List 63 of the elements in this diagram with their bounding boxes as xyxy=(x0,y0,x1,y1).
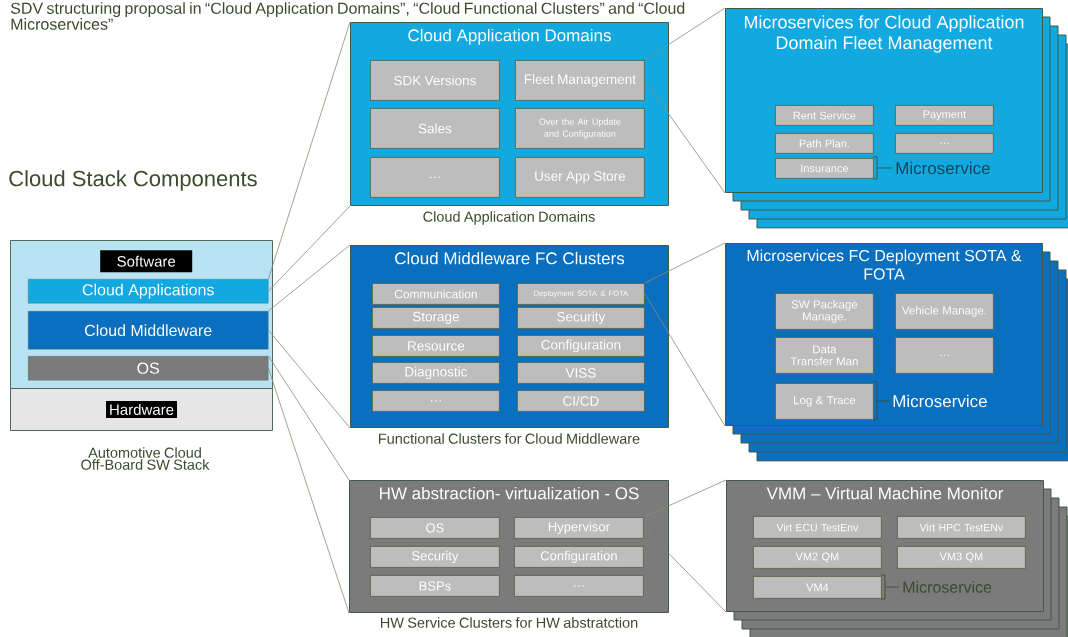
component-box: Diagnostic xyxy=(372,362,500,384)
connector-line xyxy=(643,527,727,613)
connector-line xyxy=(644,80,726,194)
component-box: Configuration xyxy=(514,546,644,568)
component-box: Data Transfer Man xyxy=(775,337,874,374)
connector-line xyxy=(268,21,351,280)
connector-line xyxy=(268,329,351,429)
connector-line xyxy=(268,355,350,481)
component-box: Hypervisor xyxy=(514,517,644,539)
component-box: Vehicle Manage. xyxy=(895,293,994,330)
component-box: Security xyxy=(517,307,645,329)
component-box: SW Package Manage. xyxy=(775,293,874,330)
component-box: Configuration xyxy=(517,335,645,357)
component-box: Virt ECU TestEnv xyxy=(753,516,882,539)
layer-bar: OS xyxy=(28,356,269,381)
component-box: VM3 QM xyxy=(897,546,1026,569)
layer-bar: Cloud Applications xyxy=(28,279,269,304)
layer-band: Hardware xyxy=(10,388,273,431)
component-box: … xyxy=(895,133,994,154)
component-box: Communication xyxy=(372,283,500,305)
layer-tag: Software xyxy=(100,250,193,273)
connector-line xyxy=(268,205,351,292)
connector-line xyxy=(643,479,727,518)
node-label: Microservices FC Deployment SOTA & FOTA xyxy=(747,249,1022,280)
component-box: BSPs xyxy=(370,575,500,597)
node-label: Microservices for Cloud Application xyxy=(744,15,1024,33)
connector-line xyxy=(268,367,350,614)
connector-line xyxy=(644,242,726,284)
heading: Cloud Stack Components xyxy=(9,170,257,191)
component-box: User App Store xyxy=(515,157,645,198)
component-box: Virt HPC TestENv xyxy=(897,516,1026,539)
connector-line xyxy=(268,244,351,312)
component-box: Rent Service xyxy=(775,105,874,126)
connector-line xyxy=(644,293,726,427)
microservice-label: Microservice xyxy=(893,394,987,408)
component-box: VM2 QM xyxy=(753,546,882,569)
caption: Cloud Application Domains xyxy=(423,211,595,225)
caption: Functional Clusters for Cloud Middleware xyxy=(379,433,640,444)
component-box: Fleet Management xyxy=(515,60,645,101)
component-box: CI/CD xyxy=(517,390,645,412)
component-box: Log & Trace xyxy=(775,383,874,420)
component-box: VM4 xyxy=(753,576,882,599)
component-box: … xyxy=(370,157,500,198)
microservice-label: Microservice xyxy=(896,161,990,175)
component-box: Payment xyxy=(895,105,994,126)
component-box: Security xyxy=(370,546,500,568)
caption: HW Service Clusters for HW abstratction xyxy=(381,617,638,628)
microservice-label: Microservice xyxy=(903,581,992,593)
component-box: Sales xyxy=(370,108,500,149)
component-box: Path Plan. xyxy=(775,133,874,154)
node-label: Domain Fleet Management xyxy=(776,35,993,53)
component-box: Insurance xyxy=(775,158,874,179)
component-box: … xyxy=(372,390,500,412)
caption: Automotive Cloud Off-Board SW Stack xyxy=(81,447,210,470)
connector-line xyxy=(644,7,726,61)
component-box: … xyxy=(514,575,644,597)
component-box: Storage xyxy=(372,307,500,329)
component-box: OS xyxy=(370,517,500,539)
component-box: Resource xyxy=(372,335,500,357)
layer-bar: Cloud Middleware xyxy=(28,311,269,350)
component-box: VISS xyxy=(517,362,645,384)
component-box: … xyxy=(895,337,994,374)
component-box: SDK Versions xyxy=(370,60,500,101)
